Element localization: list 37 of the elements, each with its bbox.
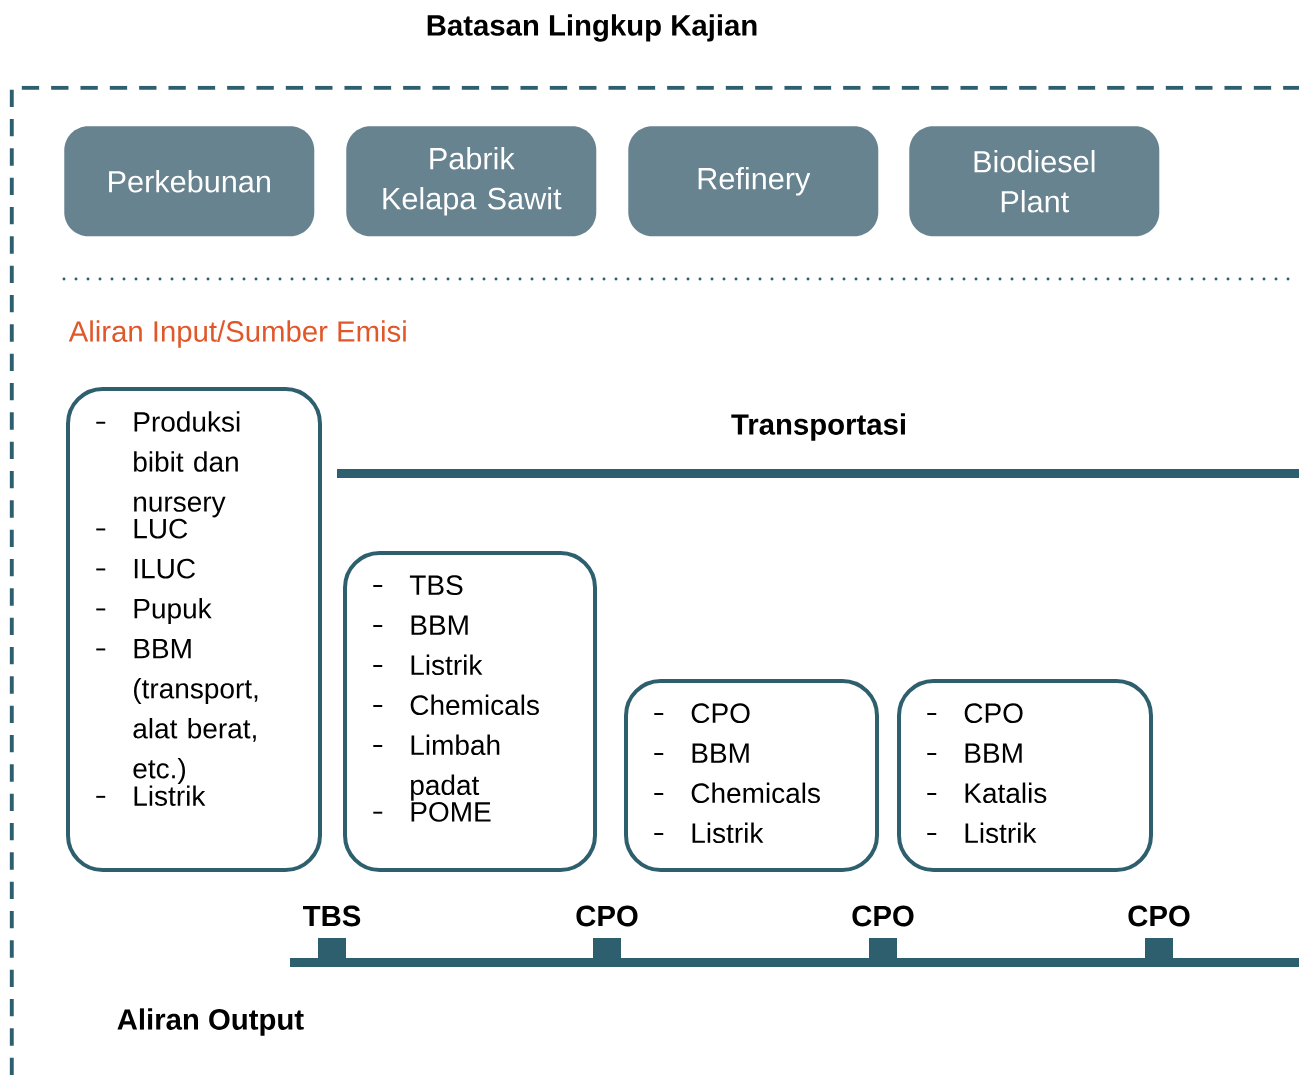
list-item: BBM (transport, alat berat, etc.) <box>95 639 258 785</box>
list-item: LUC <box>95 518 188 539</box>
list-item: BBM <box>372 615 468 635</box>
list-item: BBM <box>926 743 1022 763</box>
title: Batasan Lingkup Kajian <box>427 14 757 42</box>
input-box <box>624 679 879 872</box>
list-item: TBS <box>372 575 463 596</box>
list-item: Katalis <box>926 782 1047 804</box>
list-item: Chemicals <box>372 694 539 716</box>
list-item: Listrik <box>653 822 764 844</box>
list-item: Produksi bibit dan nursery <box>95 411 240 518</box>
stage-box: Pabrik Kelapa Sawit <box>346 126 597 237</box>
list-item: POME <box>372 801 491 822</box>
label: CPO <box>576 905 638 927</box>
list-item: Limbah padat <box>372 734 500 801</box>
label: Aliran Input/Sumber Emisi <box>68 320 406 348</box>
input-box <box>343 551 597 872</box>
input-box <box>897 679 1153 872</box>
label: CPO <box>852 905 914 927</box>
list-item: BBM <box>653 743 749 763</box>
label: TBS <box>303 905 361 927</box>
list-item: Listrik <box>95 785 206 806</box>
input-box <box>66 387 322 872</box>
stage-box: Biodiesel Plant <box>909 126 1160 237</box>
list-item: CPO <box>926 703 1023 724</box>
list-item: ILUC <box>95 558 195 579</box>
list-item: Listrik <box>926 822 1037 844</box>
label: Transportasi <box>731 413 905 441</box>
label: CPO <box>1128 905 1190 927</box>
list-item: Listrik <box>372 654 483 676</box>
stage-box: Refinery <box>628 126 879 237</box>
list-item: CPO <box>653 703 750 724</box>
stage-box: Perkebunan <box>64 126 315 237</box>
list-item: Pupuk <box>95 597 212 625</box>
boundary-frame <box>9 85 1299 1075</box>
list-item: Chemicals <box>653 782 820 804</box>
label: Aliran Output <box>117 1008 304 1036</box>
